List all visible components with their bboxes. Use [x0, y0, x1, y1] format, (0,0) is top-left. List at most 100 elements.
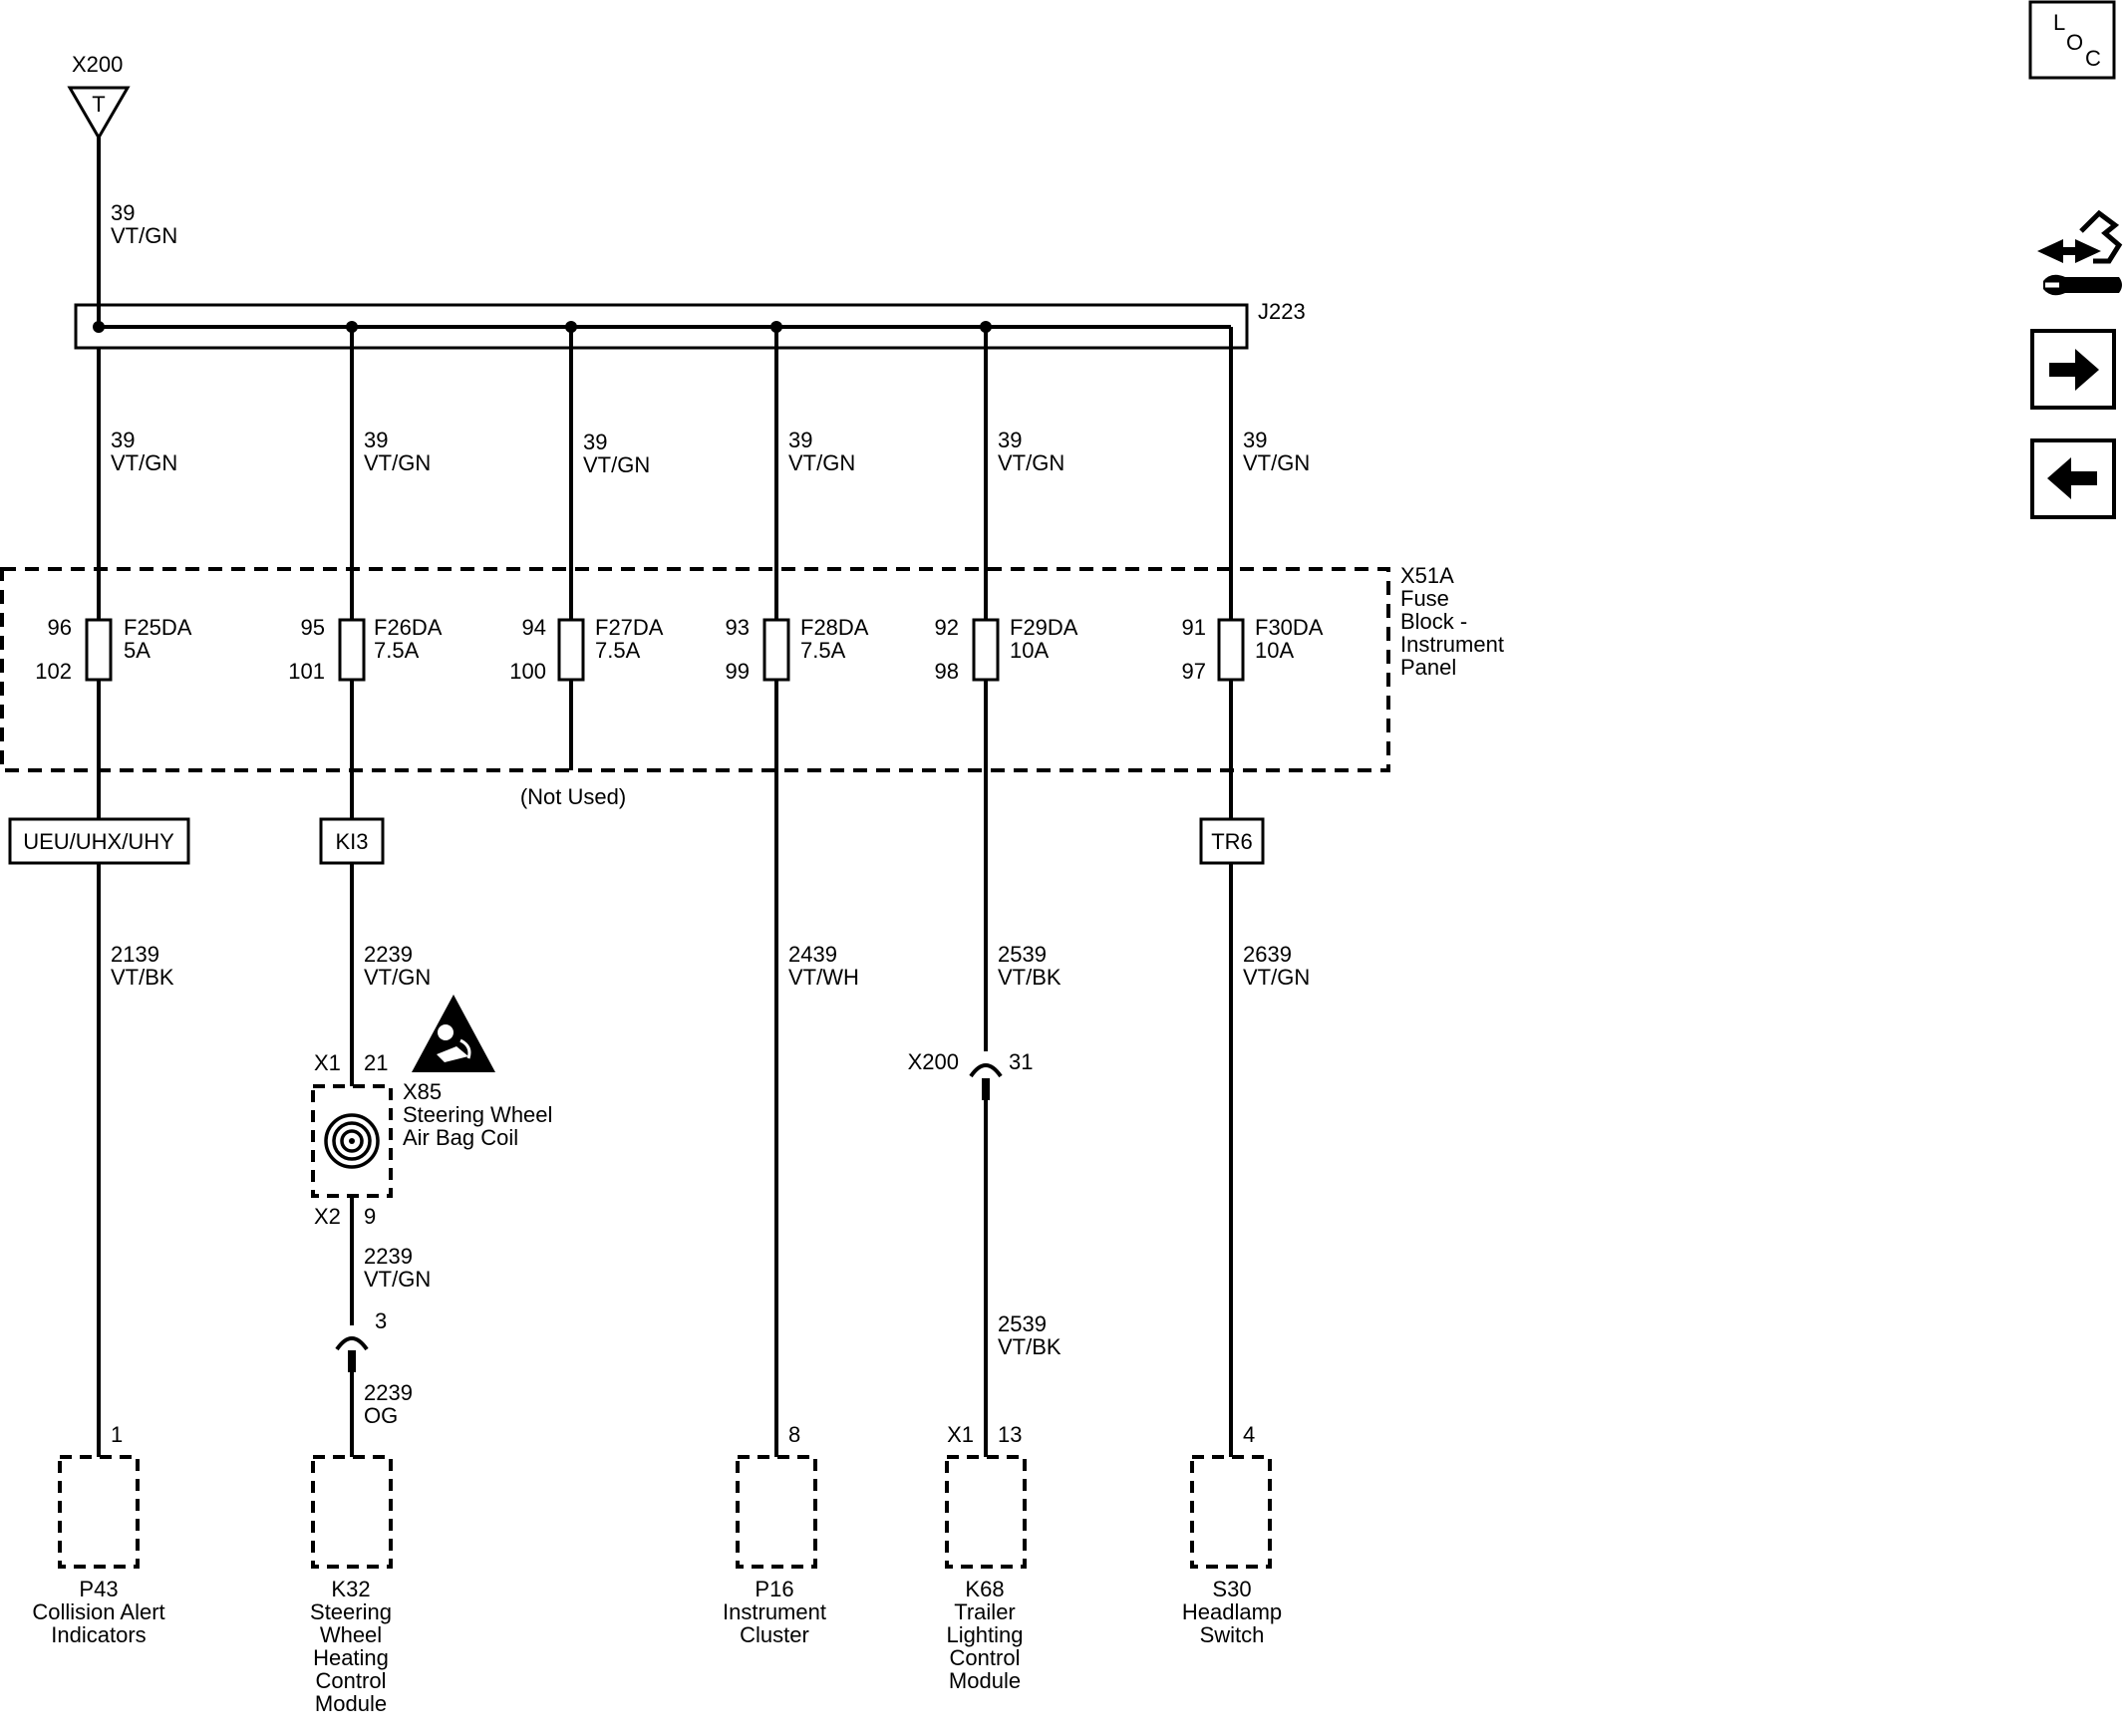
- component-label-s30: S30 Headlamp Switch: [1182, 1577, 1282, 1647]
- fuse-pin-in: 93: [726, 615, 750, 640]
- color-label: VT/BK: [998, 965, 1062, 990]
- fuse-pin-out: 97: [1182, 659, 1206, 684]
- previous-page-button[interactable]: [2030, 438, 2116, 519]
- coil-pin-out: 9: [364, 1204, 376, 1229]
- svg-text:P43: P43: [79, 1577, 118, 1601]
- module-pin-label: 13: [998, 1422, 1022, 1447]
- fuse-name: F27DA: [595, 615, 664, 640]
- fuse-f27da: 94 100 F27DA 7.5A: [509, 615, 664, 684]
- module-pin-label: 4: [1243, 1422, 1255, 1447]
- fuse-block-label: Panel: [1400, 655, 1456, 680]
- connector-views-icon[interactable]: [2037, 209, 2123, 296]
- coil-pin-in: 21: [364, 1050, 388, 1075]
- fuse-pin-in: 91: [1182, 615, 1206, 640]
- arrow-left-icon: [2047, 457, 2097, 499]
- fuse-pin-in: 92: [935, 615, 959, 640]
- circuit-label: 2639: [1243, 942, 1292, 967]
- component-label-k68: K68 Trailer Lighting Control Module: [946, 1577, 1023, 1693]
- splice-dot: [93, 321, 105, 333]
- fuse-f26da: 95 101 F26DA 7.5A: [288, 615, 443, 684]
- color-label: VT/GN: [364, 965, 431, 990]
- svg-text:P16: P16: [755, 1577, 793, 1601]
- fuse-pin-in: 96: [48, 615, 72, 640]
- component-s30: [1190, 1455, 1272, 1569]
- branch-circuit-label: 39: [111, 428, 135, 452]
- svg-text:KI3: KI3: [335, 829, 368, 854]
- fuse-rating: 10A: [1255, 638, 1294, 663]
- svg-text:Headlamp: Headlamp: [1182, 1599, 1282, 1624]
- branch-circuit-label: 39: [998, 428, 1022, 452]
- fuse-rating: 7.5A: [595, 638, 641, 663]
- inline-pin-label: 3: [375, 1308, 387, 1333]
- circuit-label: 2239: [364, 942, 413, 967]
- inline-connector-x200: [969, 1051, 1003, 1100]
- color-label: OG: [364, 1403, 398, 1428]
- fuse-pin-out: 101: [288, 659, 325, 684]
- inline-connector-k32: [335, 1325, 369, 1372]
- branch-color-label: VT/GN: [788, 450, 855, 475]
- fuse-name: F29DA: [1010, 615, 1078, 640]
- fuse-block-label: X51A: [1400, 563, 1454, 588]
- option-box-ueu-uhx-uhy: UEU/UHX/UHY: [8, 817, 190, 865]
- next-page-button[interactable]: [2030, 329, 2116, 410]
- svg-text:Heating: Heating: [313, 1645, 389, 1670]
- coil-label: Steering Wheel: [403, 1102, 552, 1127]
- coil-label: Air Bag Coil: [403, 1125, 518, 1150]
- branch-circuit-label: 39: [788, 428, 812, 452]
- fuse-name: F25DA: [124, 615, 192, 640]
- fuse-pin-in: 94: [522, 615, 546, 640]
- fuse-block-x51a: [0, 567, 1390, 772]
- svg-text:Lighting: Lighting: [946, 1622, 1023, 1647]
- fuse-pin-out: 99: [726, 659, 750, 684]
- component-label-p16: P16 Instrument Cluster: [723, 1577, 826, 1647]
- svg-text:UEU/UHX/UHY: UEU/UHX/UHY: [23, 829, 174, 854]
- fuse-rating: 7.5A: [800, 638, 846, 663]
- circuit-label: 2139: [111, 942, 159, 967]
- component-k68: [945, 1455, 1027, 1569]
- fuse-f28da: 93 99 F28DA 7.5A: [726, 615, 869, 684]
- fuse-block-label: Fuse: [1400, 586, 1449, 611]
- color-label: VT/WH: [788, 965, 859, 990]
- branch-circuit-label: 39: [1243, 428, 1267, 452]
- inline-connector-label: X200: [908, 1049, 959, 1074]
- circuit-label: 2539: [998, 1311, 1047, 1336]
- component-label-k32: K32 Steering Wheel Heating Control Modul…: [310, 1577, 392, 1716]
- fuse-name: F30DA: [1255, 615, 1324, 640]
- feed-circuit-label: 39: [111, 200, 135, 225]
- svg-text:Instrument: Instrument: [723, 1599, 826, 1624]
- fuse-f25da: 96 102 F25DA 5A: [35, 615, 192, 684]
- fuse-rating: 5A: [124, 638, 151, 663]
- svg-text:K32: K32: [331, 1577, 370, 1601]
- color-label: VT/GN: [364, 1267, 431, 1292]
- svg-text:L: L: [2053, 10, 2065, 35]
- source-connector-label: X200: [72, 52, 123, 77]
- svg-text:K68: K68: [965, 1577, 1004, 1601]
- splice-pack-j223: [74, 303, 1249, 350]
- loc-button[interactable]: L O C: [2028, 0, 2116, 80]
- fuse-name: F26DA: [374, 615, 443, 640]
- branch-color-label: VT/GN: [583, 452, 650, 477]
- module-pin-label: 8: [788, 1422, 800, 1447]
- inline-pin-label: 31: [1009, 1049, 1033, 1074]
- branch-color-label: VT/GN: [998, 450, 1064, 475]
- arrow-right-icon: [2049, 349, 2099, 391]
- component-p43: [58, 1455, 140, 1569]
- airbag-warning-icon: [412, 995, 495, 1072]
- component-label-p43: P43 Collision Alert Indicators: [32, 1577, 164, 1647]
- fuse-name: F28DA: [800, 615, 869, 640]
- branch-color-label: VT/GN: [111, 450, 177, 475]
- color-label: VT/BK: [111, 965, 174, 990]
- fuse-pin-out: 100: [509, 659, 546, 684]
- svg-text:Module: Module: [949, 1668, 1021, 1693]
- svg-text:Trailer: Trailer: [954, 1599, 1016, 1624]
- fuse-pin-out: 98: [935, 659, 959, 684]
- svg-text:O: O: [2066, 30, 2083, 55]
- coil-connector-out: X2: [314, 1204, 341, 1229]
- fuse-pin-out: 102: [35, 659, 72, 684]
- circuit-label: 2539: [998, 942, 1047, 967]
- coil-label: X85: [403, 1079, 442, 1104]
- color-label: VT/BK: [998, 1334, 1062, 1359]
- fuse-f29da: 92 98 F29DA 10A: [935, 615, 1078, 684]
- svg-text:C: C: [2085, 46, 2101, 71]
